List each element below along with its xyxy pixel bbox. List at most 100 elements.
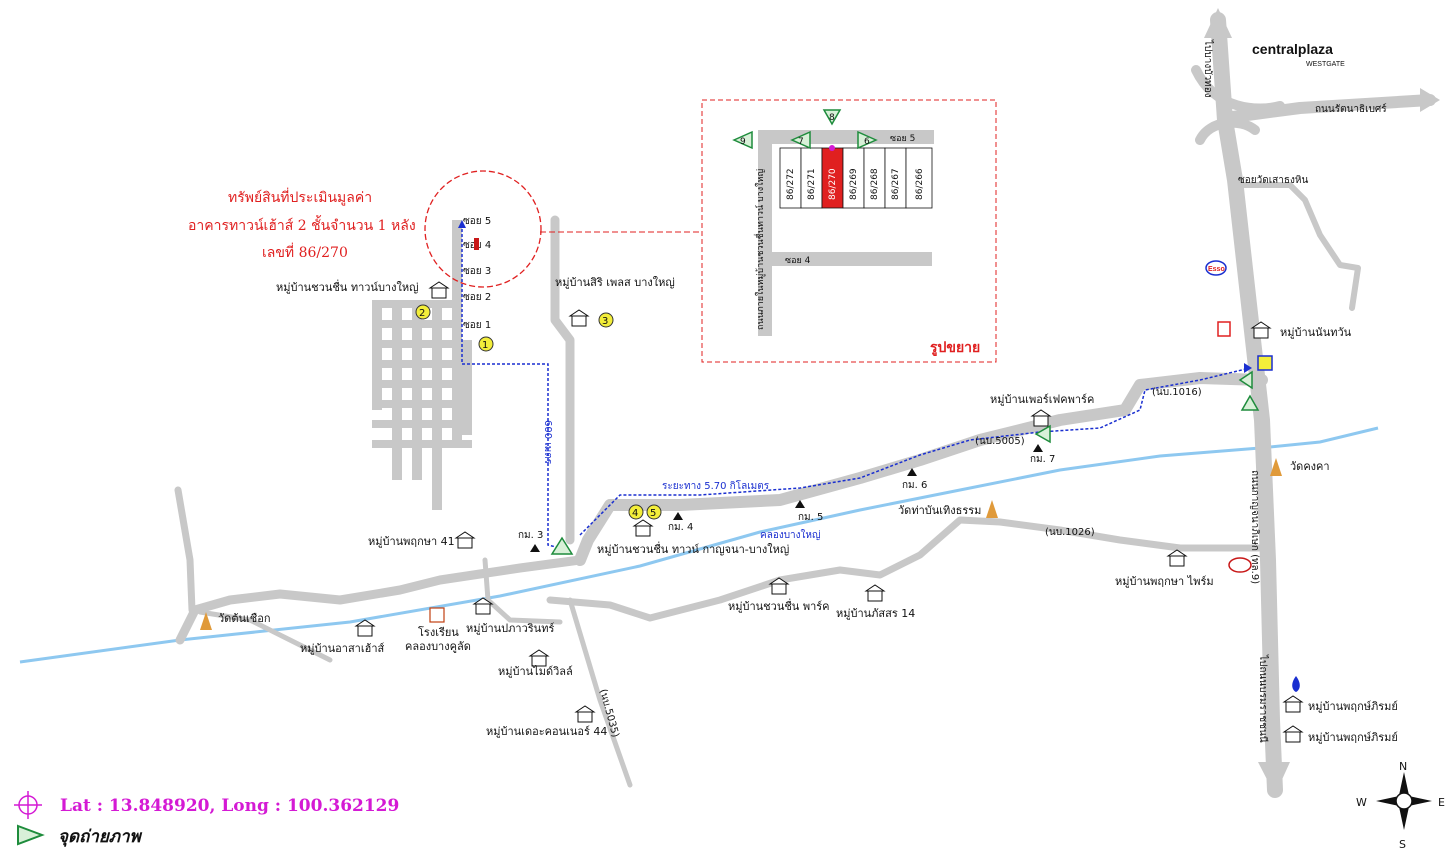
photo-circle-3 xyxy=(598,312,614,328)
legend: Lat : 13.848920, Long : 100.362129 จุดถ่… xyxy=(14,791,399,847)
property-marker xyxy=(474,238,479,250)
house-icon xyxy=(354,619,376,637)
photo-7-num: 7 xyxy=(798,137,804,147)
soi-2-label: ซอย 2 xyxy=(463,292,491,303)
village-4: หมู่บ้านพฤกษา 41 xyxy=(368,535,455,548)
soi-labels: ซอย 5 ซอย 4 ซอย 3 ซอย 2 ซอย 1 xyxy=(463,216,491,331)
village-8: หมู่บ้านภัสสร 14 xyxy=(836,607,915,620)
coord-pin xyxy=(829,145,835,151)
photo-circle-1-num: 1 xyxy=(482,340,488,351)
house-icon xyxy=(454,531,476,549)
temple-icon xyxy=(1270,458,1282,476)
photo-circle-2 xyxy=(415,304,431,320)
distance-600m: 600 เมตร xyxy=(542,420,553,465)
property-title-2: อาคารทาวน์เฮ้าส์ 2 ชั้นจำนวน 1 หลัง xyxy=(188,215,416,234)
house-icon xyxy=(574,705,596,723)
compass-rose: N S E W xyxy=(1356,760,1445,851)
village-1: หมู่บ้านสิริ เพลส บางใหญ่ xyxy=(555,276,675,289)
wat-tha-khanun: วัดท่าบันเทิงธรรม xyxy=(898,504,981,517)
photo-circle-2-num: 2 xyxy=(419,308,425,319)
photo-circle-4-num: 4 xyxy=(632,508,638,519)
km-3: กม. 3 xyxy=(518,530,543,541)
road-1016-label: (นบ.1016) xyxy=(1152,387,1202,398)
legend-coords: Lat : 13.848920, Long : 100.362129 xyxy=(60,796,399,816)
house-icon xyxy=(1030,409,1052,427)
inset-soi5: ซอย 5 xyxy=(890,134,915,144)
photo-circle-4 xyxy=(628,504,644,520)
village-3: หมู่บ้านเพอร์เฟคพาร์ค xyxy=(990,393,1094,406)
village-7: หมู่บ้านชวนชื่น พาร์ค xyxy=(728,598,830,613)
plot-86-266: 86/266 xyxy=(915,168,925,200)
wat-kong: วัดคงคา xyxy=(1290,460,1330,473)
village-10: หมู่บ้านอาสาเฮ้าส์ xyxy=(300,642,385,655)
photo-9-num: 9 xyxy=(740,137,746,147)
km-4: กม. 4 xyxy=(668,522,693,533)
soi-3-label: ซอย 3 xyxy=(463,266,491,277)
village-0: หมู่บ้านชวนชื่น ทาวน์บางใหญ่ xyxy=(276,279,418,294)
photo-8-num: 8 xyxy=(829,113,835,123)
plot-86-269: 86/269 xyxy=(849,168,859,200)
school-icon xyxy=(429,607,445,623)
photo-point-7 xyxy=(790,130,811,150)
photo-6-num: 6 xyxy=(864,137,870,147)
house-icon xyxy=(632,519,654,537)
photo-point-2 xyxy=(1238,370,1253,390)
photo-point-4 xyxy=(550,536,574,555)
village-icons xyxy=(354,281,1304,743)
house-icon xyxy=(1282,695,1304,713)
house-icon xyxy=(1250,321,1272,339)
temple-icons xyxy=(200,458,1282,630)
ptt-icon xyxy=(1292,676,1300,692)
village-9: หมู่บ้านปภาวรินทร์ xyxy=(466,622,554,635)
village-6: หมู่บ้านพฤกษา ไพร์ม xyxy=(1115,575,1214,588)
gas-station-icon xyxy=(1257,355,1273,371)
inset-soi4: ซอย 4 xyxy=(785,256,811,266)
plot-86-271: 86/271 xyxy=(807,168,817,200)
soi-5-label: ซอย 5 xyxy=(463,216,491,227)
inset-panel: ซอย 5 ซอย 4 ถนนภายในหมู่บ้านชวนชื่นทาวน์… xyxy=(701,99,997,363)
to-bangbuathong-label: ไปบางบัวทอง xyxy=(1202,39,1214,98)
house-icon xyxy=(864,584,886,602)
khlong-label: คลองบางใหญ่ xyxy=(760,529,821,541)
km-7: กม. 7 xyxy=(1030,454,1055,465)
temple-icon xyxy=(986,500,998,518)
photo-point-3 xyxy=(1034,424,1051,444)
soi-wat-label: ซอยวัดเสาธงหิน xyxy=(1238,175,1308,186)
village-grid xyxy=(372,220,472,510)
village-11: หมู่บ้านไมด์วิลล์ xyxy=(498,665,573,678)
compass-w: W xyxy=(1356,796,1367,809)
village-2: หมู่บ้านนันทวัน xyxy=(1280,326,1352,339)
route-arrow-1 xyxy=(458,220,466,228)
village-13: หมู่บ้านพฤกษ์ภิรมย์ xyxy=(1308,700,1398,713)
route-line xyxy=(461,224,1251,549)
school-label-2: คลองบางคูลัด xyxy=(405,640,471,653)
plot-86-267: 86/267 xyxy=(891,168,901,200)
house-icon xyxy=(1166,549,1188,567)
road-1026-label: (นบ.1026) xyxy=(1045,527,1095,538)
shop-icon xyxy=(1217,321,1231,337)
km-marker-icon xyxy=(907,468,917,476)
school-label-1: โรงเรียน xyxy=(418,625,459,639)
route-arrow-2 xyxy=(1244,363,1252,373)
house-icon xyxy=(528,649,550,667)
yellow-photo-markers xyxy=(415,304,662,520)
soi-1-label: ซอย 1 xyxy=(463,320,491,331)
km-marker-icon xyxy=(530,544,540,552)
compass-e: E xyxy=(1438,796,1445,809)
south-arrow-road xyxy=(1258,762,1290,795)
toyota-icon xyxy=(1228,557,1252,573)
inset-photo-points xyxy=(732,109,878,150)
photo-circle-3-num: 3 xyxy=(602,316,608,327)
esso-label: Esso xyxy=(1208,266,1225,273)
photo-point-9 xyxy=(732,130,753,150)
photo-circle-1 xyxy=(478,336,494,352)
property-highlight-circle xyxy=(424,170,542,288)
photo-circle-5-num: 5 xyxy=(650,508,656,519)
photo-point-8 xyxy=(822,109,842,126)
house-icon xyxy=(568,309,590,327)
distance-km: ระยะทาง 5.70 กิโลเมตร xyxy=(662,479,770,492)
westgate-logo: WESTGATE xyxy=(1306,61,1345,68)
rattanathibet-label: ถนนรัตนาธิเบศร์ xyxy=(1315,103,1387,115)
village-5: หมู่บ้านชวนชื่น ทาวน์ กาญจนา-บางใหญ่ xyxy=(597,541,789,556)
